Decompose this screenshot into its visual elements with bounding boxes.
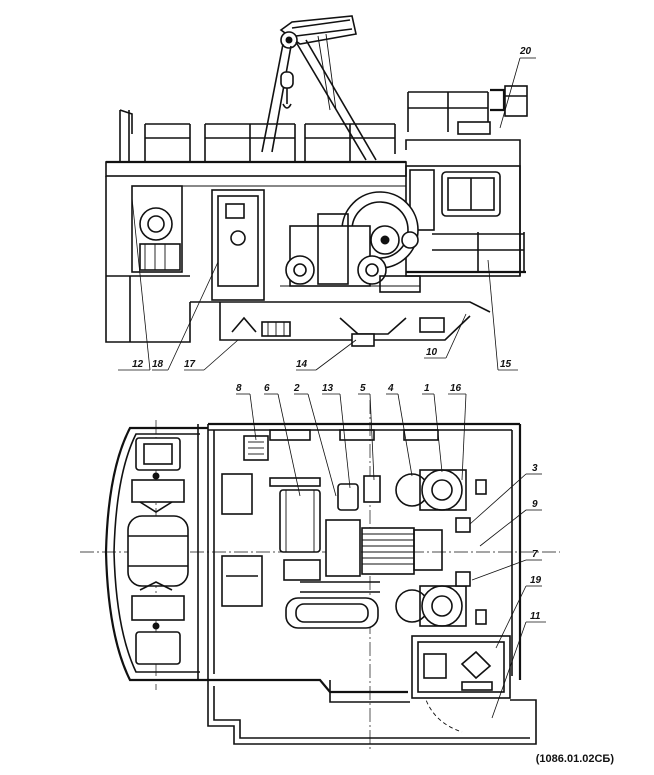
unit-13 bbox=[337, 483, 359, 511]
brake-units bbox=[395, 469, 467, 627]
callout-label: 6 bbox=[264, 383, 270, 394]
callout-label: 7 bbox=[532, 549, 538, 560]
plan-view: 8 6 2 13 5 4 1 16 3 bbox=[80, 383, 560, 750]
callout-label: 4 bbox=[387, 383, 394, 394]
winch-assembly bbox=[280, 191, 421, 293]
operator-cabin bbox=[411, 635, 511, 699]
callout-label: 16 bbox=[450, 383, 462, 394]
drawing-code: (1086.01.02СБ) bbox=[535, 753, 614, 765]
gearbox bbox=[285, 581, 380, 629]
callout-label: 19 bbox=[530, 575, 542, 586]
callout-label: 3 bbox=[532, 463, 538, 474]
callout-label: 5 bbox=[360, 383, 366, 394]
cabinet bbox=[211, 189, 265, 301]
left-drive-unit bbox=[131, 185, 183, 273]
mast bbox=[261, 15, 377, 161]
motor-6 bbox=[269, 477, 321, 581]
callout-label: 10 bbox=[426, 347, 438, 358]
unit-5 bbox=[363, 475, 381, 503]
side-view-callouts: 20 12 18 17 14 10 15 bbox=[118, 46, 536, 371]
callout-label: 13 bbox=[322, 383, 334, 394]
callout-label: 9 bbox=[532, 499, 538, 510]
railings bbox=[119, 85, 528, 162]
callout-label: 1 bbox=[424, 383, 430, 394]
lower-structure bbox=[207, 680, 537, 745]
undercarriage bbox=[231, 316, 445, 347]
winch-drum bbox=[325, 519, 443, 577]
callout-label: 20 bbox=[519, 46, 532, 57]
platform bbox=[105, 139, 526, 343]
left-traction-assembly bbox=[127, 437, 189, 665]
callout-label: 2 bbox=[293, 383, 300, 394]
callout-label: 8 bbox=[236, 383, 242, 394]
plan-view-callouts: 8 6 2 13 5 4 1 16 3 bbox=[236, 383, 546, 719]
side-view: 20 12 18 17 14 10 15 bbox=[105, 15, 536, 371]
callout-label: 14 bbox=[296, 359, 308, 370]
callout-label: 12 bbox=[132, 359, 144, 370]
callout-label: 18 bbox=[152, 359, 164, 370]
callout-label: 15 bbox=[500, 359, 512, 370]
callout-label: 17 bbox=[184, 359, 196, 370]
callout-label: 11 bbox=[530, 611, 541, 622]
hull-outline bbox=[104, 422, 522, 694]
